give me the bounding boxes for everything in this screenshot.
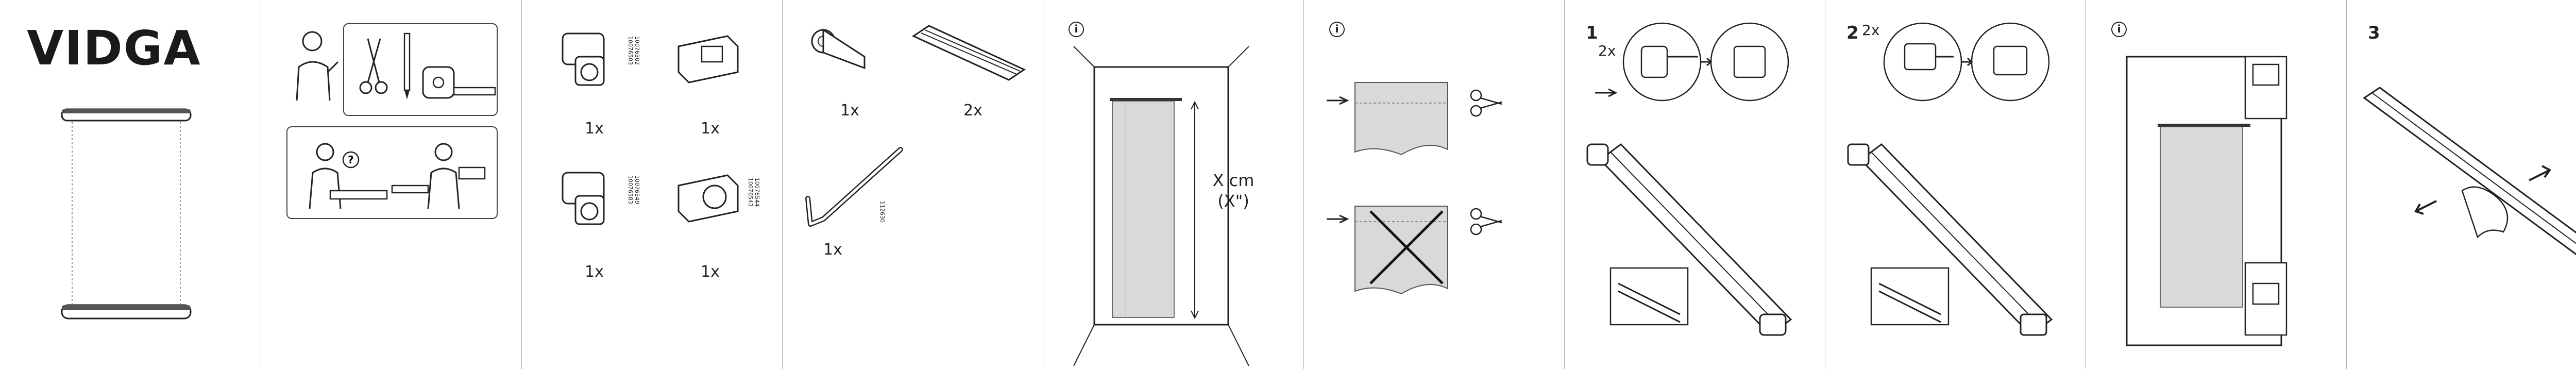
step-quantity: 2x: [1862, 22, 1880, 39]
wall-bracket-c-illustration: [562, 172, 605, 225]
slide-panel-illustration: [2363, 87, 2576, 256]
person-thinking-icon: [296, 31, 339, 101]
step1-page: 1 2x: [1564, 0, 1825, 369]
wall-bracket-b-illustration: [677, 35, 739, 83]
track-rail-illustration: [911, 25, 1026, 81]
step2-page: 2 2x: [1825, 0, 2086, 369]
part-quantity: 1x: [585, 120, 604, 138]
brackets-page: 10076503 10076502 1x 1x 10076583 1007654…: [521, 0, 782, 369]
curtain-panel-illustration: [61, 108, 192, 320]
cut-forbidden-illustration: [1327, 206, 1502, 295]
allen-key-illustration: [805, 147, 903, 227]
page-divider: [521, 0, 522, 369]
measure-label: X cm (X"): [1202, 170, 1264, 211]
page-divider: [1564, 0, 1565, 369]
measure-label-inch: (X"): [1217, 191, 1249, 211]
info-icon: i: [1069, 22, 1084, 37]
page-divider: [2346, 0, 2347, 369]
part-quantity: 1x: [585, 263, 604, 281]
part-code: 10076549: [634, 175, 640, 204]
pencil-icon: [403, 32, 411, 99]
end-clip-illustration: [811, 28, 866, 70]
tools-page: ?: [261, 0, 521, 369]
info-icon: i: [2111, 22, 2127, 37]
part-quantity: 1x: [701, 263, 720, 281]
part-code: 10076543: [747, 178, 754, 207]
page-divider: [782, 0, 783, 369]
mount-page: i: [2086, 0, 2346, 369]
wall-mount-illustration: [2126, 56, 2287, 346]
part-code: 10076583: [627, 175, 634, 204]
step1-detail-circles: [1595, 22, 1789, 102]
window-measure-illustration: [1073, 46, 1249, 366]
measure-label-cm: X cm: [1212, 171, 1255, 190]
part-code: 10076502: [634, 36, 640, 65]
cut-allowed-illustration: [1327, 82, 1502, 156]
rail-assembly-illustration: [1847, 143, 2053, 336]
measure-page: i X cm (X"): [1043, 0, 1303, 369]
two-people-assembly-icon: ?: [309, 143, 486, 209]
wall-bracket-d-illustration: [677, 174, 739, 223]
part-code: 10076503: [627, 36, 634, 65]
step2-detail-circles: [1883, 22, 2050, 102]
part-quantity: 1x: [701, 120, 720, 138]
part-quantity: 1x: [840, 102, 859, 120]
step-number: 3: [2368, 23, 2380, 43]
cover-page: VIDGA: [0, 0, 261, 369]
wall-bracket-a-illustration: [562, 32, 605, 86]
part-code: 10076544: [754, 178, 760, 207]
part-quantity: 2x: [963, 102, 982, 120]
cutting-page: i: [1303, 0, 1564, 369]
tools-frame: [343, 23, 498, 116]
svg-text:?: ?: [348, 154, 354, 166]
step-number: 2: [1846, 23, 1859, 43]
tape-measure-icon: [422, 66, 496, 99]
part-quantity: 1x: [823, 241, 842, 259]
rail-assembly-illustration: [1586, 143, 1792, 336]
page-divider: [1303, 0, 1304, 369]
step-quantity: 2x: [1598, 42, 1616, 59]
step3-page: 3: [2346, 0, 2576, 369]
info-icon: i: [1329, 22, 1345, 37]
components-page: 1x 2x 112630 1x: [782, 0, 1043, 369]
scissors-icon: [359, 38, 388, 94]
part-code: 112630: [879, 201, 886, 223]
step-number: 1: [1586, 23, 1598, 43]
product-title: VIDGA: [27, 21, 201, 76]
